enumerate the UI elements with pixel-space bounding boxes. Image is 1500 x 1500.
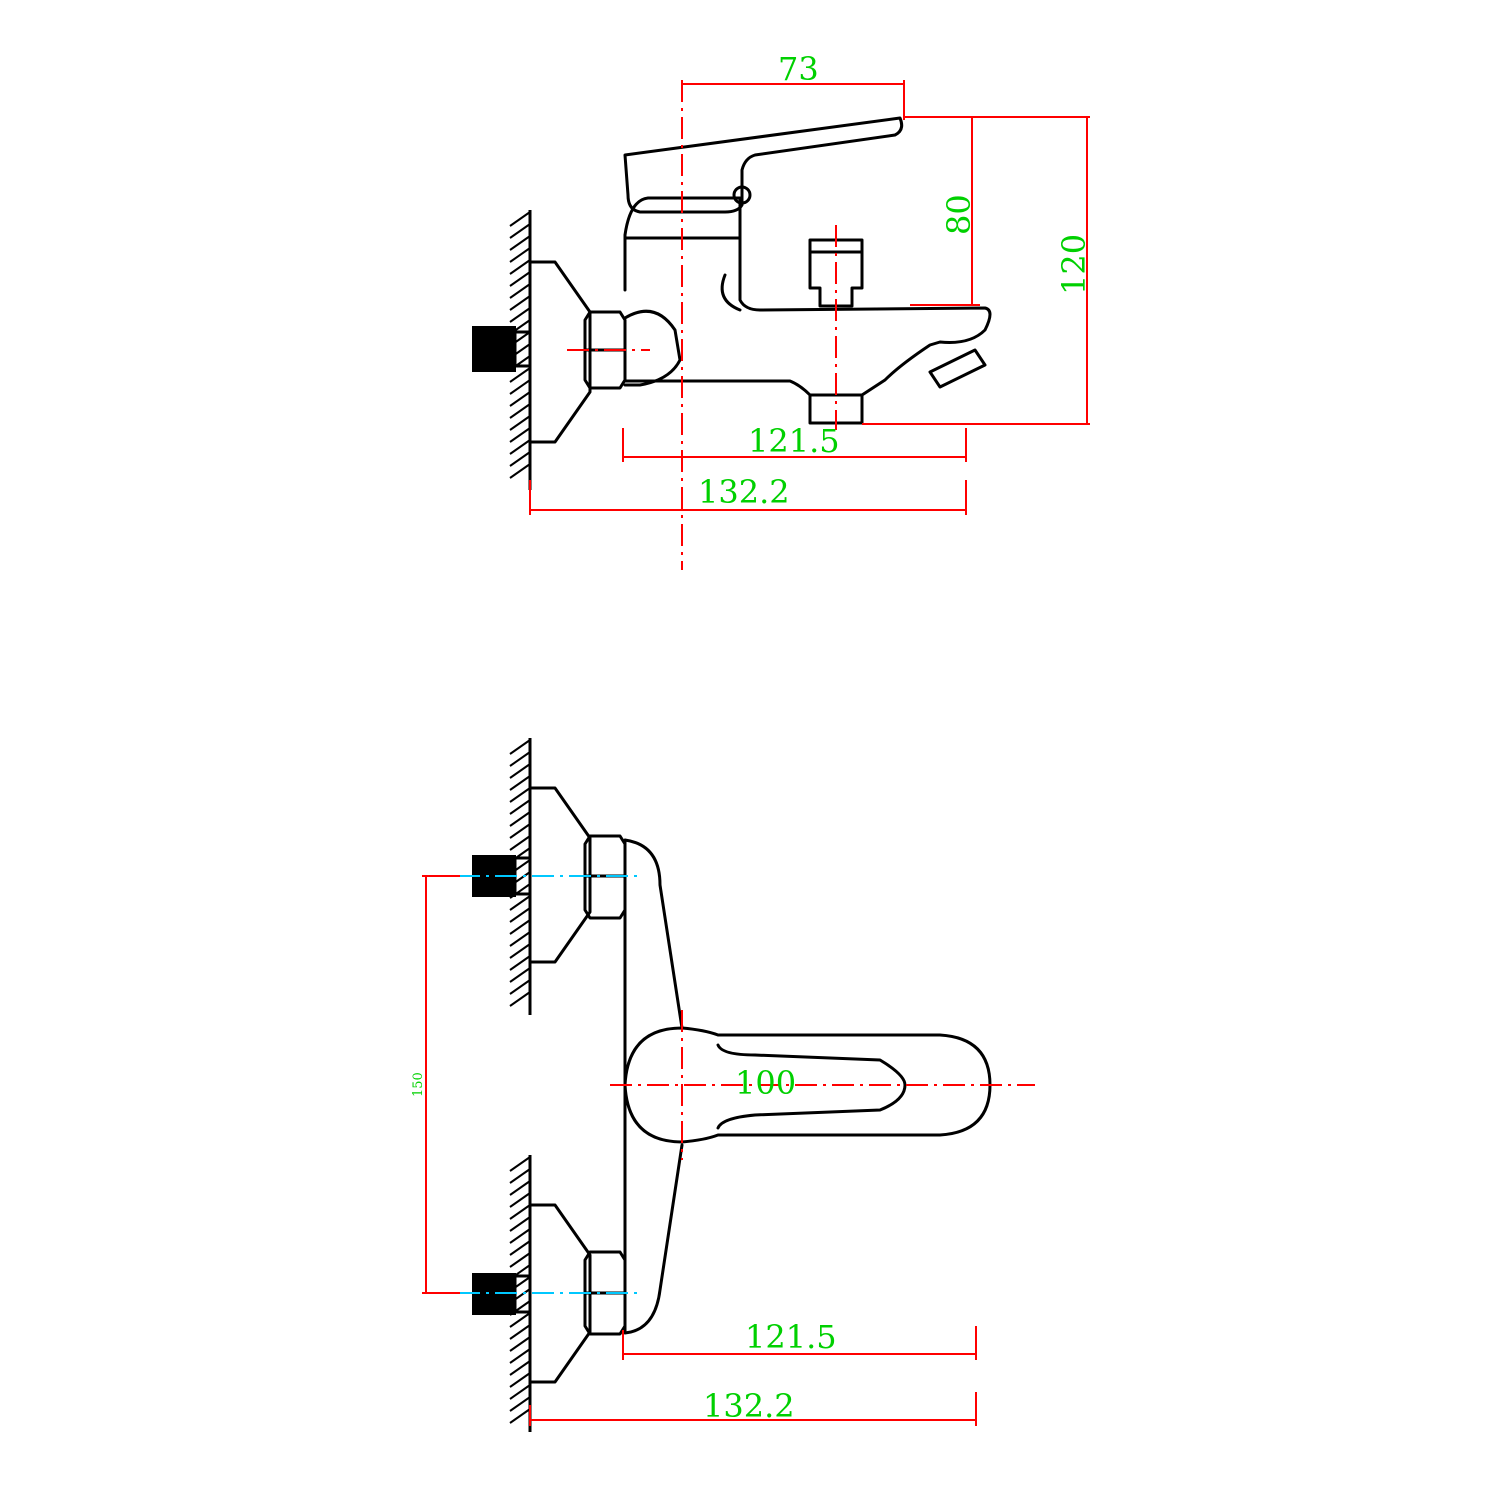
dim-handle-reach-label: 73 bbox=[778, 50, 819, 88]
dim-top-spout-reach-label: 121.5 bbox=[745, 1318, 837, 1356]
dim-handle-reach: 73 bbox=[682, 50, 905, 120]
wall-hatch-line bbox=[509, 1240, 531, 1256]
wall-hatch-line bbox=[509, 1348, 531, 1364]
wall-hatch-line bbox=[509, 259, 531, 275]
wall-hatch-line bbox=[509, 1228, 531, 1244]
wall-hatch-line bbox=[509, 247, 531, 263]
dim-inlet-spacing: 150 bbox=[411, 875, 460, 1294]
wall-hatch-line bbox=[509, 919, 531, 935]
dim-overall-depth-label: 132.2 bbox=[698, 473, 790, 511]
wall-hatch-line bbox=[509, 943, 531, 959]
dim-top-overall-depth: 132.2 bbox=[529, 1387, 977, 1426]
wall-hatch-line bbox=[509, 775, 531, 791]
top-hex-nut-upper bbox=[583, 834, 627, 920]
wall-hatch-line bbox=[509, 1384, 531, 1400]
wall-hatch-line bbox=[509, 1180, 531, 1196]
dim-handle-height: 80 bbox=[904, 116, 980, 306]
wall-hatch-line bbox=[509, 439, 531, 455]
side-escutcheon bbox=[528, 260, 592, 444]
wall-hatch-line bbox=[509, 1408, 531, 1424]
wall-hatch-line bbox=[509, 211, 531, 227]
dim-overall-height-label: 120 bbox=[1055, 234, 1093, 295]
dim-overall-height: 120 bbox=[862, 116, 1093, 425]
wall-hatch-line bbox=[509, 1156, 531, 1172]
wall-hatch-line bbox=[509, 1252, 531, 1268]
side-view: 73 80 120 121.5 132.2 bbox=[472, 50, 1093, 570]
dim-inlet-spacing-label: 150 bbox=[411, 1072, 426, 1097]
wall-hatch-line bbox=[509, 307, 531, 323]
wall-hatch-line bbox=[509, 931, 531, 947]
wall-hatch-line bbox=[509, 223, 531, 239]
wall-hatch-line bbox=[509, 463, 531, 479]
wall-hatch-line bbox=[509, 283, 531, 299]
wall-hatch-line bbox=[509, 403, 531, 419]
dim-handle-length-label: 100 bbox=[735, 1064, 796, 1102]
top-hex-nut-lower bbox=[583, 1250, 627, 1336]
dim-handle-height-label: 80 bbox=[940, 194, 978, 235]
wall-hatch-line bbox=[509, 895, 531, 911]
dim-top-spout-reach: 121.5 bbox=[622, 1318, 977, 1360]
wall-hatch-line bbox=[509, 367, 531, 383]
wall-hatch-line bbox=[509, 271, 531, 287]
wall-hatch-line bbox=[509, 295, 531, 311]
wall-hatch-line bbox=[509, 1312, 531, 1328]
wall-hatch-line bbox=[509, 955, 531, 971]
side-aerator bbox=[928, 348, 987, 389]
wall-hatch-line bbox=[509, 799, 531, 815]
wall-hatch-line bbox=[509, 907, 531, 923]
wall-hatch-line bbox=[509, 1216, 531, 1232]
dim-spout-reach: 121.5 bbox=[622, 422, 967, 462]
wall-hatch-line bbox=[509, 427, 531, 443]
dim-top-overall-depth-label: 132.2 bbox=[703, 1387, 795, 1425]
side-body-outline bbox=[623, 196, 992, 397]
wall-hatch-line bbox=[509, 1372, 531, 1388]
wall-hatch-line bbox=[509, 1204, 531, 1220]
wall-hatch-line bbox=[509, 979, 531, 995]
wall-hatch-line bbox=[509, 835, 531, 851]
dim-overall-depth: 132.2 bbox=[529, 473, 967, 515]
side-threaded-inlet bbox=[472, 326, 516, 372]
wall-hatch-line bbox=[509, 811, 531, 827]
wall-hatch-line bbox=[509, 739, 531, 755]
wall-hatch-line bbox=[509, 787, 531, 803]
wall-hatch-line bbox=[509, 991, 531, 1007]
wall-hatch-line bbox=[509, 451, 531, 467]
wall-hatch-line bbox=[509, 415, 531, 431]
wall-hatch-line bbox=[509, 763, 531, 779]
wall-hatch-line bbox=[509, 1360, 531, 1376]
wall-hatch-line bbox=[509, 967, 531, 983]
side-body bbox=[623, 309, 682, 387]
side-hex-nut bbox=[583, 310, 627, 390]
wall-hatch-line bbox=[509, 751, 531, 767]
wall-hatch-line bbox=[509, 1168, 531, 1184]
wall-hatch-line bbox=[509, 1396, 531, 1412]
wall-hatch-line bbox=[509, 823, 531, 839]
wall-hatch-line bbox=[509, 1324, 531, 1340]
wall-hatch-line bbox=[509, 1336, 531, 1352]
dim-spout-reach-label: 121.5 bbox=[748, 422, 840, 460]
top-view: 150 100 121.5 132.2 bbox=[411, 738, 1035, 1432]
wall-hatch-line bbox=[509, 379, 531, 395]
wall-hatch-line bbox=[509, 391, 531, 407]
wall-hatch-line bbox=[509, 235, 531, 251]
top-body bbox=[623, 838, 684, 1335]
side-diverter-knob bbox=[808, 238, 864, 308]
wall-hatch-line bbox=[509, 1192, 531, 1208]
